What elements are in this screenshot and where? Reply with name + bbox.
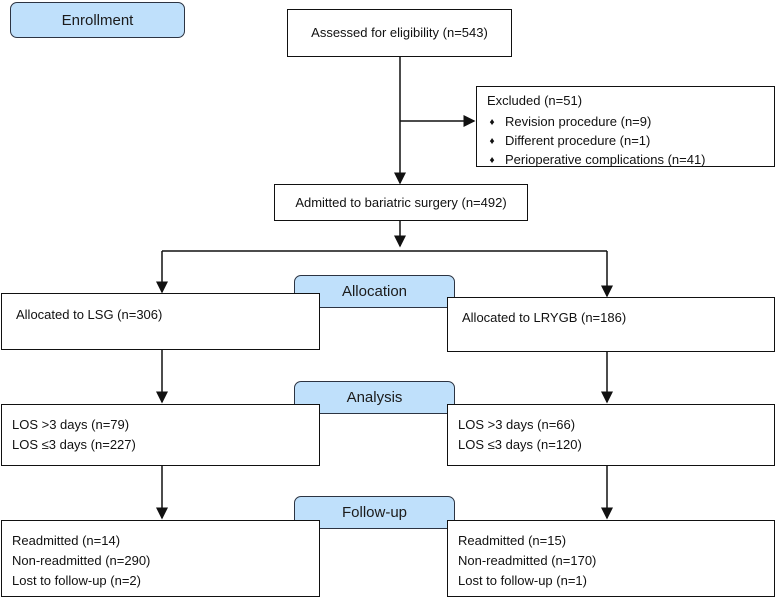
- lrygb-follow-up-item: Lost to follow-up (n=1): [458, 573, 587, 588]
- admitted-box: Admitted to bariatric surgery (n=492): [274, 184, 528, 221]
- excluded-title: Excluded (n=51): [487, 93, 583, 108]
- lrygb-allocated-box: Allocated to LRYGB (n=186): [447, 297, 775, 352]
- admitted-text: Admitted to bariatric surgery (n=492): [295, 194, 507, 210]
- allocation-stage-label: Allocation: [294, 275, 455, 308]
- lsg-analysis-item: LOS >3 days (n=79): [12, 417, 130, 432]
- lsg-follow-up-box: Readmitted (n=14) Non-readmitted (n=290)…: [1, 520, 320, 597]
- excluded-item-text: Different procedure (n=1): [505, 133, 651, 148]
- lrygb-analysis-item: LOS >3 days (n=66): [458, 417, 576, 432]
- diamond-bullet-icon: ♦: [489, 116, 495, 128]
- assessed-box: Assessed for eligibility (n=543): [287, 9, 512, 57]
- lrygb-allocated-text: Allocated to LRYGB (n=186): [462, 310, 627, 325]
- lrygb-follow-up-item: Non-readmitted (n=170): [458, 553, 597, 568]
- excluded-item: ♦ Revision procedure (n=9): [487, 112, 764, 131]
- lsg-allocated-text: Allocated to LSG (n=306): [16, 307, 163, 322]
- lrygb-analysis-item: LOS ≤3 days (n=120): [458, 437, 582, 452]
- enrollment-stage-label: Enrollment: [10, 2, 185, 38]
- analysis-stage-text: Analysis: [346, 389, 403, 406]
- lsg-follow-up-item: Readmitted (n=14): [12, 533, 121, 548]
- follow-up-stage-text: Follow-up: [341, 504, 408, 521]
- excluded-item: ♦ Perioperative complications (n=41): [487, 150, 764, 169]
- lsg-analysis-box: LOS >3 days (n=79) LOS ≤3 days (n=227): [1, 404, 320, 466]
- lrygb-analysis-box: LOS >3 days (n=66) LOS ≤3 days (n=120): [447, 404, 775, 466]
- lrygb-follow-up-box: Readmitted (n=15) Non-readmitted (n=170)…: [447, 520, 775, 597]
- excluded-item-text: Revision procedure (n=9): [505, 114, 652, 129]
- follow-up-stage-label: Follow-up: [294, 496, 455, 529]
- excluded-item: ♦ Different procedure (n=1): [487, 131, 764, 150]
- lrygb-follow-up-item: Readmitted (n=15): [458, 533, 567, 548]
- diamond-bullet-icon: ♦: [489, 154, 495, 166]
- assessed-text: Assessed for eligibility (n=543): [311, 25, 488, 40]
- allocation-stage-text: Allocation: [341, 283, 408, 300]
- diamond-bullet-icon: ♦: [489, 135, 495, 147]
- lsg-allocated-box: Allocated to LSG (n=306): [1, 293, 320, 350]
- lsg-follow-up-item: Lost to follow-up (n=2): [12, 573, 141, 588]
- lsg-analysis-item: LOS ≤3 days (n=227): [12, 437, 136, 452]
- analysis-stage-label: Analysis: [294, 381, 455, 414]
- lsg-follow-up-item: Non-readmitted (n=290): [12, 553, 151, 568]
- enrollment-stage-text: Enrollment: [61, 11, 134, 29]
- excluded-box: Excluded (n=51) ♦ Revision procedure (n=…: [476, 86, 775, 167]
- excluded-item-text: Perioperative complications (n=41): [505, 152, 706, 167]
